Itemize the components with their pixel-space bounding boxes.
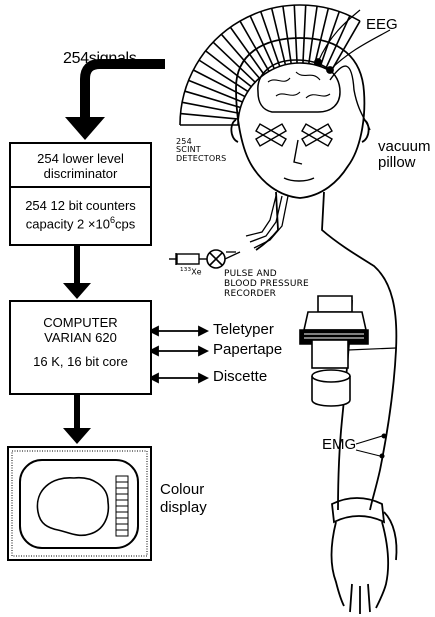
- fan-detector-segment: [315, 8, 329, 64]
- pillow-text: pillow: [378, 155, 431, 171]
- discriminator-section: 254 lower level discriminator: [11, 144, 150, 188]
- xenon-element: Xe: [191, 268, 201, 277]
- teletyper-icon: [300, 296, 368, 344]
- discette-arrow: [150, 374, 207, 382]
- valve-icon: [207, 250, 225, 268]
- fan-detector-segment: [294, 5, 297, 63]
- pulse-bp-recorder-label: PULSE AND BLOOD PRESSURE RECORDER: [224, 270, 309, 300]
- signals-count: 254: [63, 50, 89, 67]
- papertape-arrow: [150, 347, 207, 355]
- fan-detector-segment: [303, 5, 306, 63]
- fan-detector-segment: [283, 6, 291, 63]
- teletyper-label: Teletyper: [213, 322, 274, 338]
- discriminator-line2: discriminator: [11, 166, 150, 181]
- counters-section: 254 12 bit counters capacity 2 ×106cps: [11, 188, 150, 231]
- emg-label: EMG: [322, 437, 356, 453]
- signals-flow-arrow: [65, 64, 165, 140]
- papertape-label: Papertape: [213, 342, 282, 358]
- eeg-label: EEG: [366, 17, 398, 33]
- computer-box: COMPUTER VARIAN 620 16 K, 16 bit core: [9, 300, 152, 395]
- xenon-mass: 133: [180, 267, 191, 273]
- signals-text: signals: [89, 50, 137, 67]
- fan-detector-segment: [309, 6, 317, 63]
- display-text: display: [160, 499, 207, 517]
- emg-electrodes: [356, 434, 386, 458]
- eye-tape-left: [256, 124, 286, 146]
- computer-to-display-arrow: [63, 395, 91, 444]
- discette-label: Discette: [213, 369, 267, 385]
- detectors-label: 254 SCINT DETECTORS: [176, 138, 226, 163]
- counters-line2: capacity 2 ×106cps: [11, 215, 150, 231]
- patient-head: [231, 10, 390, 198]
- colour-display-label: Colour display: [160, 481, 207, 517]
- colour-text: Colour: [160, 481, 207, 499]
- computer-line2: VARIAN 620: [11, 330, 150, 345]
- eye-tape-right: [302, 124, 332, 146]
- display-brain-icon: [37, 478, 108, 536]
- teletyper-arrow: [150, 327, 207, 335]
- xenon-label: 133Xe: [180, 268, 202, 277]
- detectors-text: DETECTORS: [176, 155, 226, 163]
- fan-detector-segment: [272, 8, 286, 64]
- signals-label: 254signals: [63, 51, 137, 68]
- counters-line1: 254 12 bit counters: [11, 198, 150, 213]
- computer-line3: 16 K, 16 bit core: [11, 354, 150, 369]
- vacuum-text: vacuum: [378, 139, 431, 155]
- discriminator-counters-box: 254 lower level discriminator 254 12 bit…: [9, 142, 152, 246]
- vacuum-pillow-label: vacuum pillow: [378, 139, 431, 171]
- discriminator-line1: 254 lower level: [11, 151, 150, 166]
- discette-icon: [312, 370, 350, 406]
- discriminator-to-computer-arrow: [63, 246, 91, 299]
- pulse-bp-line3: RECORDER: [224, 290, 309, 300]
- xenon-syringe: [169, 253, 207, 265]
- fan-detector-segment: [181, 114, 239, 120]
- computer-line1: COMPUTER: [11, 315, 150, 330]
- catheter-lines: [226, 196, 288, 252]
- colour-display-monitor: [8, 447, 151, 560]
